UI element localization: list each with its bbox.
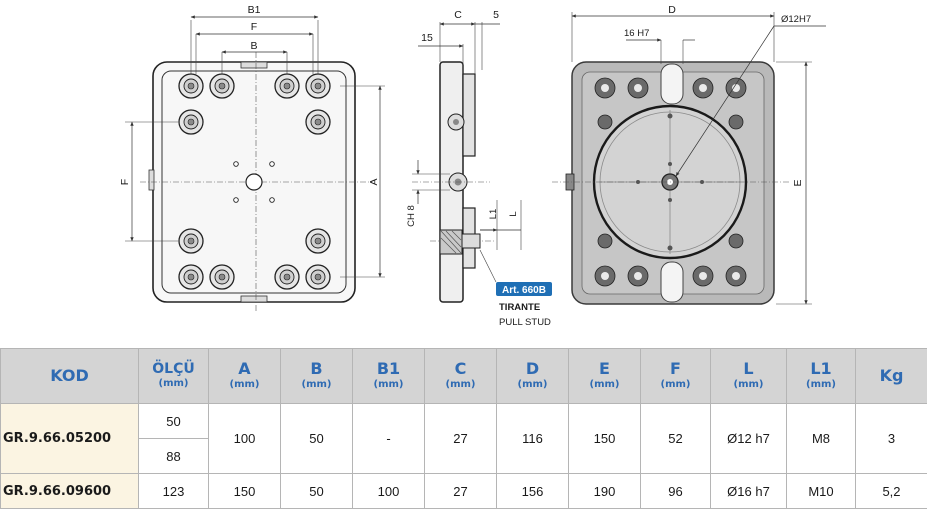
header-kod: KOD <box>1 349 139 404</box>
dim-b-top-label: B <box>250 40 257 52</box>
dim-phi12-label: Ø12H7 <box>781 14 811 25</box>
header-f: F(mm) <box>641 349 711 404</box>
dim-d-label: D <box>668 4 676 16</box>
table-header-row: KOD ÖLÇÜ(mm) A(mm) B(mm) B1(mm) C(mm) D(… <box>1 349 927 404</box>
dim-c-label: C <box>454 9 462 21</box>
art-badge-text: Art. 660B <box>502 285 546 296</box>
header-b: B(mm) <box>281 349 353 404</box>
row2-c: 27 <box>425 474 497 509</box>
row1-e: 150 <box>569 404 641 474</box>
row1-olcu-b: 88 <box>139 439 209 474</box>
row1-olcu-a: 50 <box>139 404 209 439</box>
header-kg: Kg <box>856 349 927 404</box>
header-d: D(mm) <box>497 349 569 404</box>
spec-table: KOD ÖLÇÜ(mm) A(mm) B(mm) B1(mm) C(mm) D(… <box>0 348 927 509</box>
row1-c: 27 <box>425 404 497 474</box>
row2-e: 190 <box>569 474 641 509</box>
header-l: L(mm) <box>711 349 787 404</box>
row1-d: 116 <box>497 404 569 474</box>
dim-f-side-label: F <box>119 179 131 185</box>
header-olcu: ÖLÇÜ(mm) <box>139 349 209 404</box>
header-b1: B1(mm) <box>353 349 425 404</box>
table-row: GR.9.66.09600 123 150 50 100 27 156 190 … <box>1 474 927 509</box>
row1-kg: 3 <box>856 404 927 474</box>
front-view: B1 F B F A <box>119 4 385 312</box>
header-a: A(mm) <box>209 349 281 404</box>
row2-olcu: 123 <box>139 474 209 509</box>
row1-a: 100 <box>209 404 281 474</box>
row1-l: Ø12 h7 <box>711 404 787 474</box>
row2-f: 96 <box>641 474 711 509</box>
header-l1: L1(mm) <box>787 349 856 404</box>
row1-f: 52 <box>641 404 711 474</box>
header-c: C(mm) <box>425 349 497 404</box>
row2-kod: GR.9.66.09600 <box>1 474 139 509</box>
row1-b1: - <box>353 404 425 474</box>
technical-drawing: B1 F B F A <box>0 0 927 345</box>
row2-l1: M10 <box>787 474 856 509</box>
dim-e-label: E <box>792 179 804 186</box>
row1-b: 50 <box>281 404 353 474</box>
row2-l: Ø16 h7 <box>711 474 787 509</box>
side-view: C 5 15 CH 8 L1 L Art. 660B TIRANTE PULL … <box>406 9 552 328</box>
row1-kod: GR.9.66.05200 <box>1 404 139 474</box>
dim-l1-label: L1 <box>488 209 499 220</box>
dim-f-top-label: F <box>251 21 257 33</box>
dim-b1-label: B1 <box>248 4 261 16</box>
dim-l-label: L <box>508 211 519 216</box>
table-row: GR.9.66.05200 50 100 50 - 27 116 150 52 … <box>1 404 927 439</box>
photo-view: D 16 H7 Ø12H7 E <box>552 4 826 304</box>
dim-15-label: 15 <box>421 32 433 44</box>
row2-kg: 5,2 <box>856 474 927 509</box>
header-e: E(mm) <box>569 349 641 404</box>
dim-5-label: 5 <box>493 9 499 21</box>
row2-a: 150 <box>209 474 281 509</box>
dim-a-label: A <box>368 178 380 185</box>
row1-l1: M8 <box>787 404 856 474</box>
row2-b: 50 <box>281 474 353 509</box>
dim-16h7-label: 16 H7 <box>624 28 649 39</box>
pull-stud-label: PULL STUD <box>499 317 551 328</box>
row2-d: 156 <box>497 474 569 509</box>
dim-ch8-label: CH 8 <box>406 205 417 227</box>
tirante-label: TIRANTE <box>499 302 540 313</box>
row2-b1: 100 <box>353 474 425 509</box>
